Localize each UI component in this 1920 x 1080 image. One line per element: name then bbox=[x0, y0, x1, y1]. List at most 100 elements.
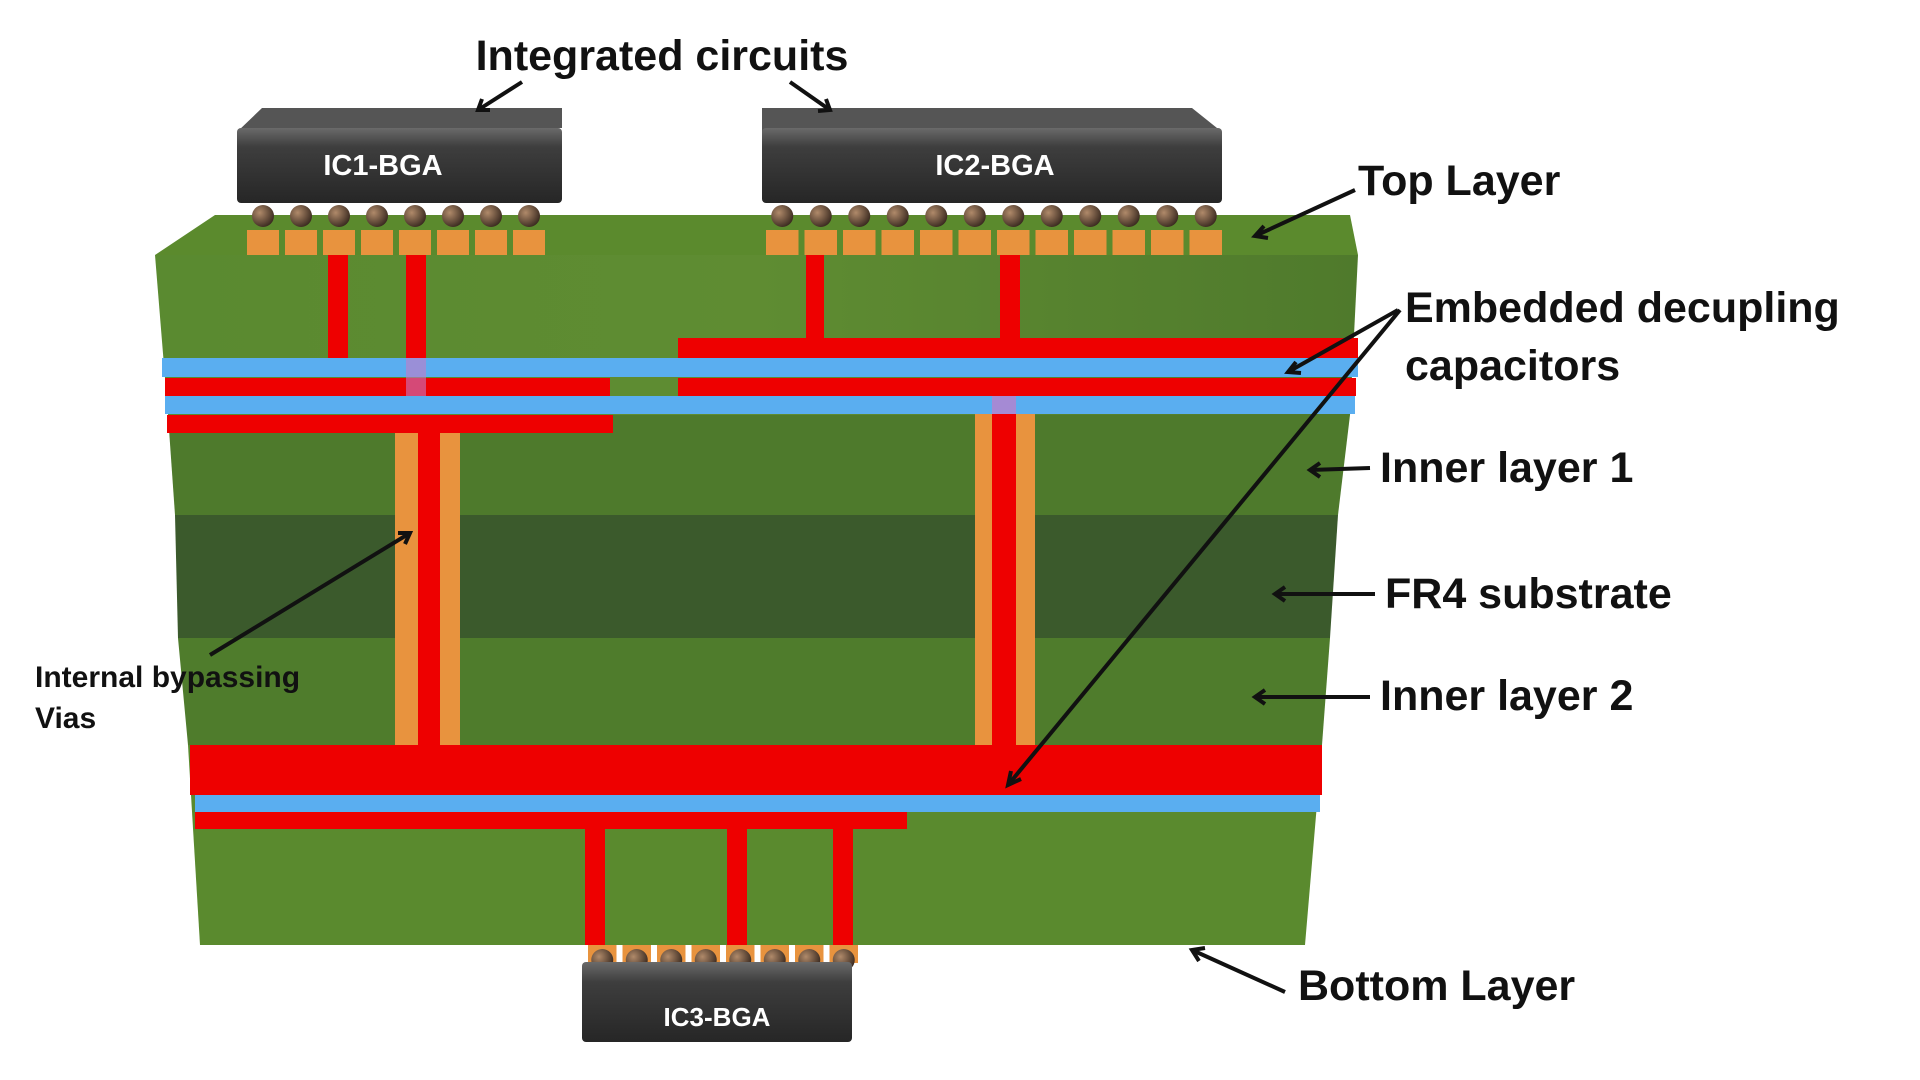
arrow-bottom-layer bbox=[1191, 948, 1286, 994]
copper-pad bbox=[958, 230, 991, 255]
bypass-via-right-core bbox=[992, 414, 1016, 745]
via-ic2-b bbox=[1000, 255, 1020, 338]
label-inner-layer-1: Inner layer 1 bbox=[1380, 444, 1633, 492]
upper-red-plane-left bbox=[165, 378, 610, 396]
upper-red-plane-right-2 bbox=[678, 378, 1356, 396]
via-ic2-a bbox=[806, 255, 824, 338]
arrow-ic1-head bbox=[475, 98, 490, 112]
label-fr4-substrate: FR4 substrate bbox=[1385, 570, 1672, 618]
bypass-via-left-core bbox=[418, 433, 440, 745]
copper-pad bbox=[399, 230, 431, 255]
arrow-top-layer bbox=[1254, 188, 1356, 238]
ic2-chip-body bbox=[762, 128, 1222, 203]
arrow-inner-layer-2-head bbox=[1251, 688, 1267, 706]
arrow-top-layer-head bbox=[1251, 224, 1269, 240]
label-embedded-line2: capacitors bbox=[1405, 342, 1620, 390]
solder-ball bbox=[1117, 205, 1140, 227]
ic2-label: IC2-BGA bbox=[935, 150, 1054, 182]
fr4-substrate-region bbox=[175, 515, 1338, 638]
label-vias-line1: Internal bypassing bbox=[35, 661, 300, 694]
solder-ball bbox=[1079, 205, 1102, 227]
copper-pad bbox=[1112, 230, 1145, 255]
solder-ball bbox=[963, 205, 986, 227]
solder-ball bbox=[886, 205, 909, 227]
solder-ball bbox=[290, 205, 312, 227]
solder-ball bbox=[771, 205, 794, 227]
copper-pad bbox=[323, 230, 355, 255]
copper-pad bbox=[1189, 230, 1222, 255]
solder-ball bbox=[252, 205, 274, 227]
solder-ball bbox=[1002, 205, 1025, 227]
copper-pad bbox=[1074, 230, 1107, 255]
copper-pad bbox=[804, 230, 837, 255]
label-embedded-line1: Embedded decupling bbox=[1405, 284, 1840, 332]
arrow-vias bbox=[208, 531, 412, 657]
copper-pad bbox=[1035, 230, 1068, 255]
bottom-vias bbox=[585, 829, 853, 945]
lower-red-plane bbox=[190, 745, 1322, 795]
ic2-chip: IC2-BGA bbox=[762, 108, 1222, 203]
lower-cap-blue bbox=[195, 795, 1320, 812]
arrow-vias-head bbox=[398, 531, 414, 545]
copper-pad bbox=[881, 230, 914, 255]
ic1-chip-top bbox=[237, 108, 562, 132]
via-ic1-b bbox=[406, 255, 426, 358]
annotation-arrows bbox=[208, 80, 1402, 994]
copper-pad bbox=[437, 230, 469, 255]
copper-pad bbox=[920, 230, 953, 255]
bottom-via-a bbox=[585, 829, 605, 945]
ic1-chip: IC1-BGA bbox=[237, 108, 562, 203]
ic1-chip-body bbox=[237, 128, 562, 203]
solder-ball bbox=[809, 205, 832, 227]
copper-pad bbox=[1151, 230, 1184, 255]
arrow-ic2 bbox=[788, 80, 832, 112]
lower-red-plane-short bbox=[195, 812, 907, 829]
copper-pad bbox=[766, 230, 799, 255]
inner-layer-2-region bbox=[178, 638, 1330, 745]
upper-red-plane-left-2 bbox=[167, 415, 613, 433]
copper-pad bbox=[247, 230, 279, 255]
arrow-fr4-head bbox=[1271, 585, 1287, 603]
copper-pad bbox=[285, 230, 317, 255]
arrow-inner-layer-1-head bbox=[1306, 461, 1322, 479]
label-inner-layer-2: Inner layer 2 bbox=[1380, 672, 1633, 720]
bypass-via-right-cross bbox=[992, 396, 1016, 414]
label-top-layer: Top Layer bbox=[1358, 157, 1561, 205]
arrow-ic2-head bbox=[817, 98, 833, 113]
solder-ball bbox=[1156, 205, 1179, 227]
ic3-chip-body bbox=[582, 962, 852, 1042]
via-ic1-a bbox=[328, 255, 348, 358]
arrow-embedded-upper-head bbox=[1284, 360, 1302, 375]
solder-ball bbox=[925, 205, 948, 227]
solder-ball bbox=[1040, 205, 1063, 227]
copper-pad bbox=[475, 230, 507, 255]
solder-ball bbox=[328, 205, 350, 227]
via-ic1-b-cross bbox=[406, 358, 426, 396]
ic3-label: IC3-BGA bbox=[664, 1002, 771, 1032]
copper-pad bbox=[513, 230, 545, 255]
solder-ball bbox=[442, 205, 464, 227]
inner-layer-1-region bbox=[168, 415, 1350, 515]
arrow-embedded-lower-head bbox=[1005, 770, 1022, 789]
top-vias bbox=[328, 255, 1020, 396]
solder-ball bbox=[404, 205, 426, 227]
upper-red-plane-right bbox=[678, 338, 1358, 358]
bottom-via-c bbox=[833, 829, 853, 945]
ic2-pads bbox=[766, 205, 1222, 255]
arrow-bottom-layer-head bbox=[1188, 946, 1206, 963]
solder-ball bbox=[366, 205, 388, 227]
label-bottom-layer: Bottom Layer bbox=[1298, 962, 1575, 1010]
ic3-chip: IC3-BGA bbox=[582, 962, 852, 1042]
copper-pad bbox=[843, 230, 876, 255]
bottom-via-b bbox=[727, 829, 747, 945]
upper-plane-stack bbox=[162, 338, 1358, 433]
arrow-embedded-upper bbox=[1287, 308, 1399, 374]
solder-ball bbox=[480, 205, 502, 227]
arrow-inner-layer-1 bbox=[1309, 466, 1371, 472]
title-integrated-circuits: Integrated circuits bbox=[476, 32, 849, 80]
copper-pad bbox=[361, 230, 393, 255]
label-vias-line2: Vias bbox=[35, 702, 96, 735]
solder-ball bbox=[1194, 205, 1217, 227]
solder-ball bbox=[848, 205, 871, 227]
